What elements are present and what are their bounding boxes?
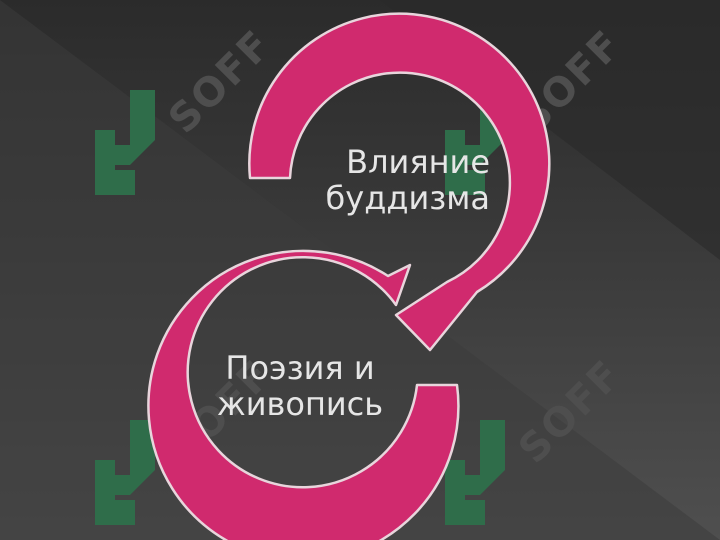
top-cycle-label: Влияние буддизма	[300, 144, 490, 216]
bottom-label-line1: Поэзия и	[225, 349, 375, 387]
soff-logo-icon	[445, 420, 505, 525]
bottom-label-line2: живопись	[216, 385, 384, 423]
soff-logo-icon	[95, 90, 155, 195]
top-label-line1: Влияние	[346, 143, 490, 181]
soff-logo-icon	[95, 420, 155, 525]
top-label-line2: буддизма	[325, 179, 490, 217]
bottom-circular-arrow	[147, 249, 460, 540]
bottom-cycle-label: Поэзия и живопись	[200, 350, 400, 422]
top-circular-arrow	[248, 12, 551, 352]
